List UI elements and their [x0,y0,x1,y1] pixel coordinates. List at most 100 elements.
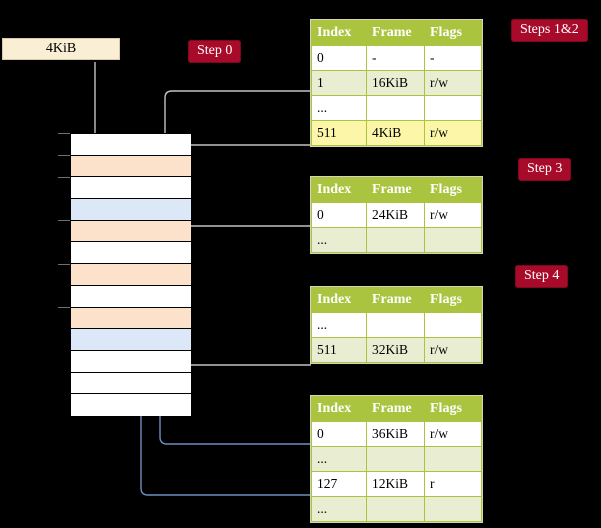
frame-tick [58,307,71,308]
column-header-frame: Frame [366,396,425,422]
column-header-flags: Flags [424,20,482,46]
table-row[interactable]: 0-- [311,45,482,71]
cell-frame: 4KiB [366,120,425,146]
column-header-frame: Frame [366,20,425,46]
memory-frame-row [71,329,191,351]
cell-frame [366,227,425,253]
frame-tick [58,220,71,221]
column-header-index: Index [311,20,367,46]
cell-frame [366,312,425,338]
cell-flags [424,496,482,522]
cell-flags [424,446,482,472]
memory-frame-row [71,264,191,286]
memory-frame-row [71,350,191,373]
cell-flags: r/w [424,120,482,146]
cell-index: ... [311,496,367,522]
table-row[interactable]: ... [311,312,482,338]
column-header-index: Index [311,177,367,203]
badge-step-0-label: Step 0 [197,43,233,58]
memory-frame-row [71,394,191,416]
badge-step-4-label: Step 4 [524,268,560,283]
cell-index: ... [311,446,367,472]
column-header-index: Index [311,396,367,422]
cell-index: 0 [311,45,367,71]
badge-step-4: Step 4 [515,265,569,288]
column-header-frame: Frame [366,177,425,203]
cell-index: ... [311,95,367,121]
cell-frame: 12KiB [366,471,425,497]
cell-index: 0 [311,202,367,228]
cell-flags: r [424,471,482,497]
cell-flags [424,312,482,338]
cell-frame [366,95,425,121]
memory-frame-row [71,177,191,200]
column-header-flags: Flags [424,287,482,313]
cell-index: ... [311,227,367,253]
cell-flags: r/w [424,337,482,363]
table-row[interactable]: ... [311,446,482,472]
frame-tick [58,155,71,156]
table-row[interactable]: ... [311,95,482,121]
memory-frame-row [71,285,191,308]
cell-flags: - [424,45,482,71]
table-row[interactable]: ... [311,227,482,253]
column-header-flags: Flags [424,177,482,203]
physical-memory-column [70,133,191,416]
memory-frame-row [71,155,191,178]
cell-index: 511 [311,120,367,146]
page-box-label: 4KiB [45,41,77,56]
cell-index: 127 [311,471,367,497]
cell-index: ... [311,312,367,338]
cell-frame [366,496,425,522]
memory-frame-row [71,372,191,395]
cell-frame: 32KiB [366,337,425,363]
column-header-frame: Frame [366,287,425,313]
frame-tick [58,264,71,265]
badge-step-3-label: Step 3 [527,161,563,176]
wire-t2r0-to-frame [177,225,311,287]
page-box-4kib: 4KiB [2,38,120,60]
cell-index: 511 [311,337,367,363]
cell-flags [424,95,482,121]
cell-flags: r/w [424,202,482,228]
cell-frame: 24KiB [366,202,425,228]
cell-index: 1 [311,70,367,96]
cell-flags [424,227,482,253]
cell-flags: r/w [424,70,482,96]
badge-steps-1-2-label: Steps 1&2 [520,22,579,37]
wire-t1r511-to-frame [177,144,311,242]
cell-frame: 16KiB [366,70,425,96]
cell-frame: - [366,45,425,71]
cell-flags: r/w [424,421,482,447]
cell-frame [366,446,425,472]
memory-frame-row [71,242,191,265]
column-header-index: Index [311,287,367,313]
table-row[interactable]: ... [311,496,482,522]
cell-index: 0 [311,421,367,447]
column-header-flags: Flags [424,396,482,422]
memory-frame-row [71,307,191,330]
frame-tick [58,133,71,134]
cell-frame: 36KiB [366,421,425,447]
badge-step-3: Step 3 [518,158,572,181]
frame-tick [58,177,71,178]
badge-steps-1-2: Steps 1&2 [511,19,588,42]
badge-step-0: Step 0 [188,40,242,63]
memory-frame-row [71,220,191,243]
memory-frame-row [71,134,191,156]
